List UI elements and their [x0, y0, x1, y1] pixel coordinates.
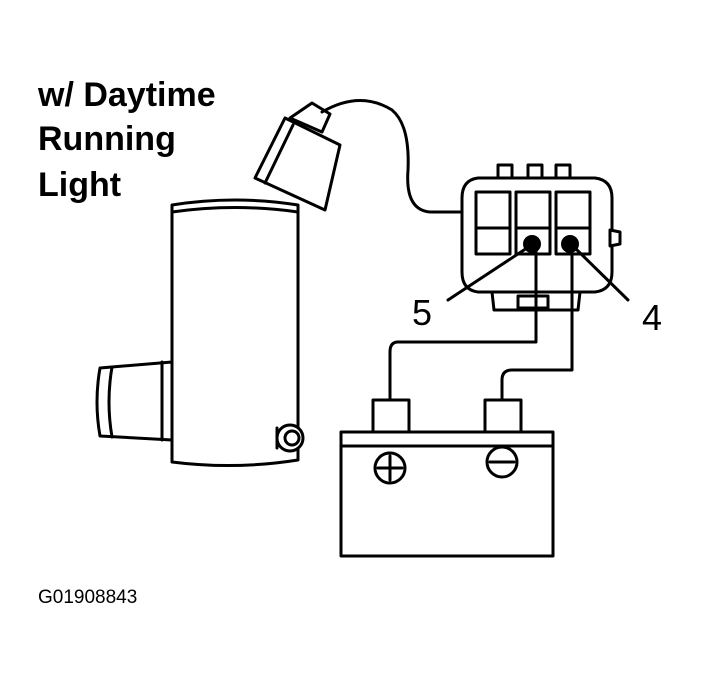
pin-4-leader: [573, 246, 630, 302]
negative-terminal: [483, 398, 523, 436]
pin-5-label: 5: [412, 292, 432, 333]
figure-id: G01908843: [38, 587, 137, 608]
negative-jumper-wire: [500, 242, 574, 402]
title-line-3: Light: [38, 166, 121, 204]
minus-icon: [485, 445, 519, 479]
positive-jumper-wire: [388, 242, 538, 402]
washer-motor: [95, 198, 305, 468]
harness-connector: [460, 163, 622, 312]
positive-terminal: [371, 398, 411, 436]
harness-wire: [320, 99, 464, 214]
title: w/ Daytime Running Light: [37, 76, 216, 204]
pin-4-label: 4: [642, 297, 662, 338]
motor-connector-plug: [253, 101, 342, 212]
title-line-1: w/ Daytime: [37, 76, 216, 114]
title-line-2: Running: [38, 120, 176, 158]
pin-5-leader: [446, 246, 529, 302]
plus-icon: [373, 451, 407, 485]
battery: [339, 398, 555, 558]
battery-case: [339, 430, 555, 558]
